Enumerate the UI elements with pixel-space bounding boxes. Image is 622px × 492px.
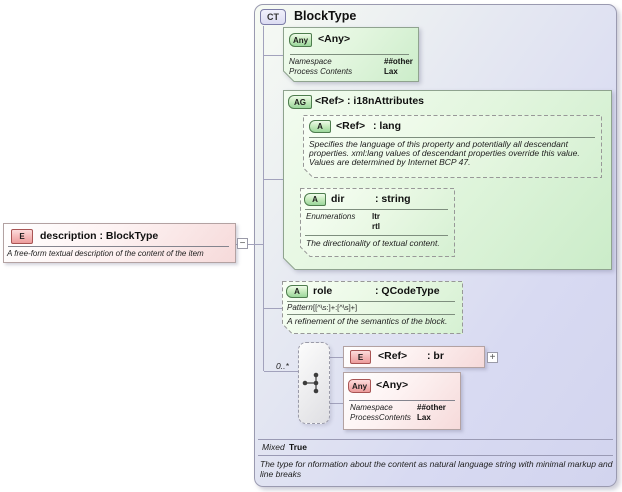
element-box-description[interactable] [3,223,236,263]
attribute-badge: A [304,193,326,206]
connector-line [263,26,264,371]
connector-line [330,403,343,404]
lang-attribute-name: <Ref> [336,120,366,132]
ct-title: BlockType [294,9,357,23]
br-element-type: : br [427,350,444,362]
connector-line [330,357,343,358]
role-attribute-box[interactable]: A role : QCodeType Pattern [[^\s:]+:[^\s… [282,281,463,334]
element-title: description : BlockType [40,230,159,242]
lang-annotation: Specifies the language of this property … [309,139,580,167]
connector-line [264,371,298,372]
element-badge: E [11,229,33,244]
connector-line [236,244,263,245]
separator [8,246,229,247]
collapse-button[interactable]: − [237,238,248,249]
separator [287,301,455,302]
separator [349,400,455,401]
attribute-badge: A [309,120,331,133]
connector-line [264,308,282,309]
attribute-badge: A [286,285,308,298]
wildcard-title: <Any> [376,379,409,391]
wildcard-title: <Any> [318,33,351,45]
lang-attribute-type: : lang [373,120,401,132]
ct-badge: CT [260,9,286,25]
sequence-icon [302,372,319,394]
separator [305,235,448,236]
role-attribute-type: : QCodeType [375,285,440,297]
separator [309,137,595,138]
separator [258,439,613,440]
pattern-value: [[^\s:]+:[^\s]+] [313,303,358,312]
br-element-name: <Ref> [378,350,408,362]
any-badge: Any [289,33,312,47]
attribute-group-type: : i18nAttributes [347,95,425,107]
pattern-label: Pattern [287,303,313,312]
element-box-br[interactable] [343,346,485,368]
connector-line [264,179,283,180]
attribute-group-name: <Ref> [315,95,345,107]
separator [290,54,409,55]
lang-attribute-box[interactable]: A <Ref> : lang Specifies the language of… [303,115,602,178]
separator [258,455,613,456]
attribute-group-box[interactable]: AG <Ref> : i18nAttributes A <Ref> : lang… [283,90,612,270]
ag-badge: AG [288,95,312,109]
separator [287,314,455,315]
element-badge: E [350,350,371,364]
connector-line [264,55,283,56]
any-wildcard-box-top[interactable]: Any <Any> Namespace##other Process Conte… [283,27,419,82]
expand-button[interactable]: + [487,352,498,363]
element-annotation: A free-form textual description of the c… [7,249,204,258]
dir-attribute-type: : string [375,193,411,205]
dir-attribute-name: dir [331,193,345,205]
any-badge: Any [348,379,371,393]
ct-annotation: The type for nformation about the conten… [260,459,613,479]
role-annotation: A refinement of the semantics of the blo… [287,316,448,326]
mixed-label: Mixed [262,442,285,452]
separator [305,209,448,210]
mixed-value: True [289,442,307,452]
dir-annotation: The directionality of textual content. [306,238,440,248]
role-attribute-name: role [313,285,333,297]
cardinality-label: 0..* [276,361,289,371]
